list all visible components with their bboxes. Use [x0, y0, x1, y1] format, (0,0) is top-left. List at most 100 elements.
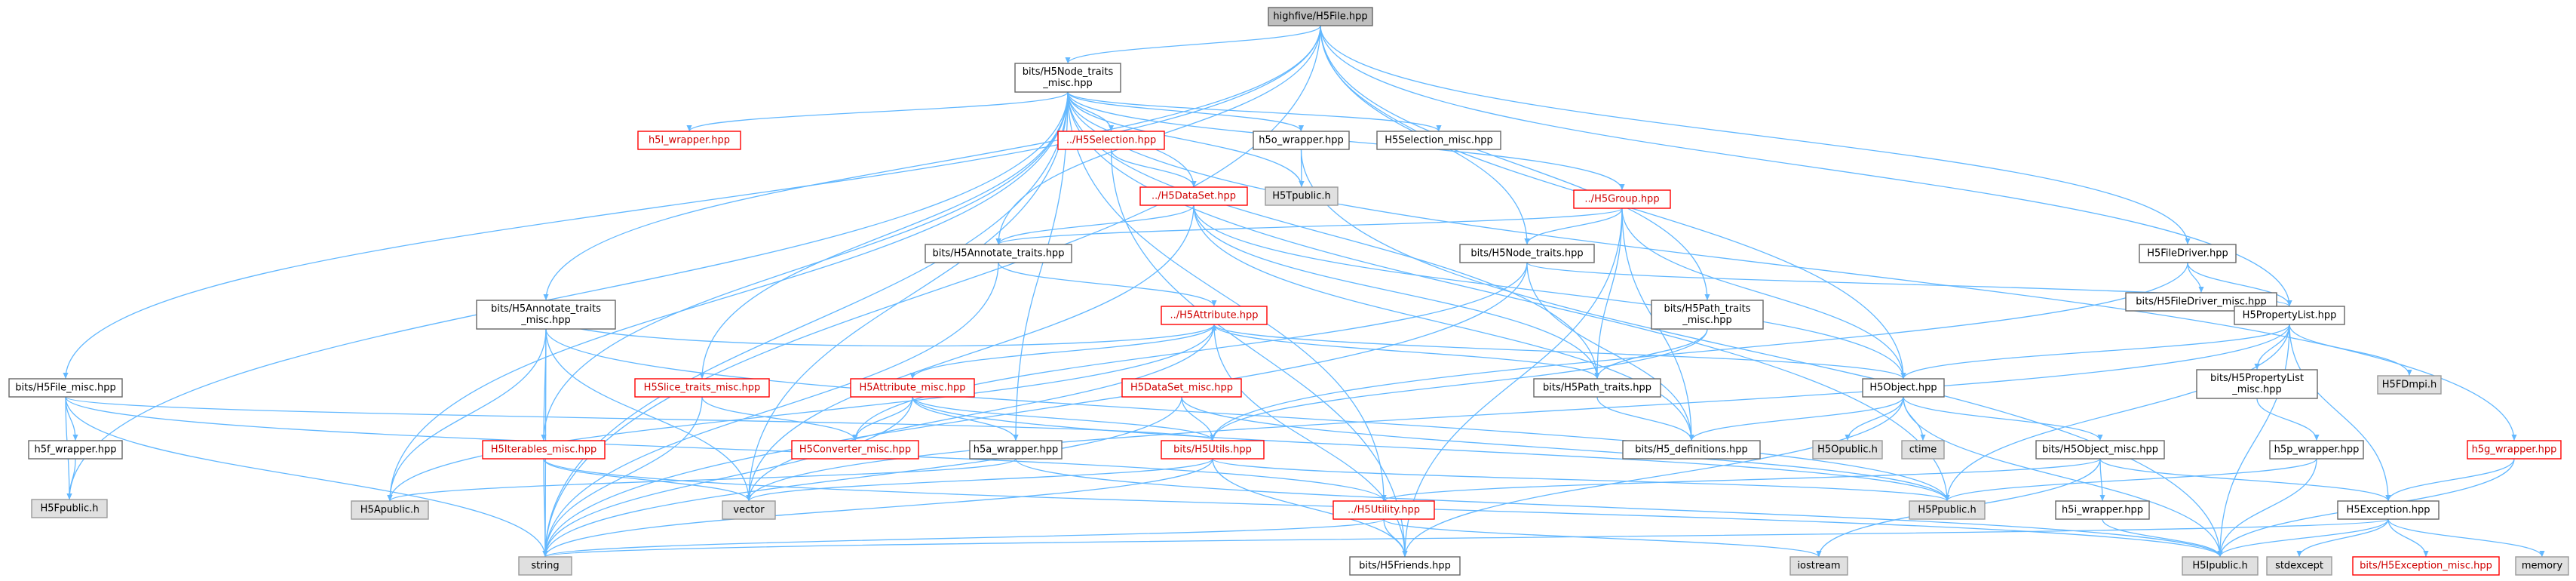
include-edge-h5object-to-h5definitions — [1688, 396, 1904, 441]
node-box — [1057, 131, 1165, 150]
node-label: H5Exception.hpp — [2347, 505, 2430, 516]
file-node-h5i-wrapper[interactable]: h5i_wrapper.hpp — [2055, 500, 2150, 520]
file-node-h5fpublic: H5Fpublic.h — [31, 499, 108, 518]
file-node-h5utils[interactable]: bits/H5Utils.hpp — [1161, 440, 1265, 460]
file-node-h5a-wrapper[interactable]: h5a_wrapper.hpp — [969, 440, 1063, 460]
include-edge-nodetraits_misc-to-h5utility — [1067, 91, 1387, 502]
file-node-h5definitions[interactable]: bits/H5_definitions.hpp — [1622, 440, 1761, 460]
file-node-h5group[interactable]: ../H5Group.hpp — [1573, 189, 1671, 209]
file-node-pathtraits[interactable]: bits/H5Path_traits.hpp — [1533, 378, 1661, 398]
include-edge-annotate_traits-to-string — [542, 262, 999, 558]
file-node-iterables-misc[interactable]: H5Iterables_misc.hpp — [482, 440, 606, 460]
include-edge-annotate_traits_misc-to-h5ppublic — [545, 328, 1950, 502]
include-edge-nodetraits_misc-to-h5fpublic — [66, 91, 1069, 500]
file-node-h5friends[interactable]: bits/H5Friends.hpp — [1349, 556, 1461, 576]
node-label: h5a_wrapper.hpp — [974, 444, 1058, 456]
node-label: H5Iterables_misc.hpp — [491, 444, 597, 456]
file-node-propertylist[interactable]: H5PropertyList.hpp — [2234, 306, 2345, 325]
file-node-annotate-traits-misc[interactable]: bits/H5Annotate_traits_misc.hpp — [476, 300, 616, 330]
file-node-h5selection-misc[interactable]: H5Selection_misc.hpp — [1376, 131, 1501, 150]
node-box — [1376, 131, 1501, 150]
include-edge-h5a_wrapper-to-h5ipublic — [1015, 458, 2223, 558]
node-label: H5Converter_misc.hpp — [799, 444, 911, 456]
node-box — [1789, 556, 1848, 576]
include-edge-h5attribute-to-h5object — [1213, 324, 1906, 380]
include-edge-h5utils-to-vector — [746, 458, 1213, 502]
file-node-h5p-wrapper[interactable]: h5p_wrapper.hpp — [2269, 440, 2364, 460]
node-label: H5Selection_misc.hpp — [1385, 135, 1493, 146]
file-node-ctime: ctime — [1901, 440, 1945, 460]
node-box — [850, 378, 975, 398]
include-edge-iterables_misc-to-vector — [543, 458, 752, 502]
file-node-nodetraits-misc[interactable]: bits/H5Node_traits_misc.hpp — [1014, 63, 1121, 93]
node-box — [1265, 186, 1339, 206]
node-box — [2266, 556, 2332, 576]
include-edge-h5group-to-h5object — [1621, 208, 1906, 380]
node-box — [1349, 556, 1461, 576]
node-label: h5g_wrapper.hpp — [2472, 444, 2557, 456]
node-label: bits/H5Annotate_traits.hpp — [933, 248, 1065, 260]
file-node-h5object[interactable]: H5Object.hpp — [1862, 378, 1945, 398]
node-box — [1253, 131, 1350, 150]
file-node-converter-misc[interactable]: H5Converter_misc.hpp — [791, 440, 919, 460]
file-node-slice-traits-misc[interactable]: H5Slice_traits_misc.hpp — [634, 378, 770, 398]
file-node-file-misc[interactable]: bits/H5File_misc.hpp — [8, 378, 123, 398]
include-edge-attribute_misc-to-h5utils — [912, 396, 1216, 441]
include-edge-annotate_traits_misc-to-vector — [545, 328, 752, 502]
include-edge-h5dataset-to-pathtraits — [1193, 204, 1600, 380]
node-box — [2055, 500, 2150, 520]
include-edge-slice_traits_misc-to-string — [542, 396, 703, 558]
node-box — [1573, 189, 1671, 209]
file-node-h5utility[interactable]: ../H5Utility.hpp — [1332, 500, 1435, 520]
node-label: H5Tpublic.h — [1272, 191, 1330, 202]
include-edge-nodetraits_misc-to-slice_traits_misc — [699, 91, 1069, 380]
file-node-attribute-misc[interactable]: H5Attribute_misc.hpp — [850, 378, 975, 398]
include-edge-h5f_wrapper-to-h5fpublic — [66, 458, 76, 500]
file-node-h5o[interactable]: h5o_wrapper.hpp — [1253, 131, 1350, 150]
node-box — [28, 440, 123, 460]
include-edge-object_misc-to-h5i_wrapper — [2099, 458, 2105, 502]
include-edge-h5dataset-to-h5definitions — [1193, 204, 1694, 441]
node-box — [1161, 440, 1265, 460]
file-node-h5l[interactable]: h5l_wrapper.hpp — [637, 131, 741, 150]
node-box — [1622, 440, 1761, 460]
file-node-h5ppublic: H5Ppublic.h — [1909, 500, 1986, 520]
node-box — [351, 500, 429, 520]
file-node-object-misc[interactable]: bits/H5Object_misc.hpp — [2035, 440, 2165, 460]
node-label: memory — [2522, 561, 2563, 572]
file-node-h5exception[interactable]: H5Exception.hpp — [2337, 500, 2440, 520]
node-box — [1901, 440, 1945, 460]
file-node-h5fdmpi: H5FDmpi.h — [2377, 375, 2442, 395]
include-edge-h5object-to-h5friends — [1402, 396, 1904, 558]
file-node-nodetraits[interactable]: bits/H5Node_traits.hpp — [1459, 244, 1595, 263]
include-edge-dataset_misc-to-string — [542, 396, 1182, 558]
node-label: H5Apublic.h — [360, 505, 419, 516]
file-node-exception-misc[interactable]: bits/H5Exception_misc.hpp — [2352, 556, 2500, 576]
include-edge-h5o-to-h5ipublic — [1300, 149, 2223, 558]
node-box — [1909, 500, 1986, 520]
include-edge-nodetraits_misc-to-h5g_wrapper — [1067, 91, 2517, 441]
node-label: string — [531, 561, 559, 572]
include-edge-attribute_misc-to-converter_misc — [852, 396, 913, 441]
node-label: H5Object.hpp — [1869, 383, 1937, 394]
file-node-h5f-wrapper[interactable]: h5f_wrapper.hpp — [28, 440, 123, 460]
file-node-h5selection[interactable]: ../H5Selection.hpp — [1057, 131, 1165, 150]
file-node-h5dataset[interactable]: ../H5DataSet.hpp — [1139, 186, 1248, 206]
file-node-annotate-traits[interactable]: bits/H5Annotate_traits.hpp — [925, 244, 1072, 263]
include-edge-file_misc-to-h5utils — [65, 396, 1216, 441]
file-node-propertylist-misc[interactable]: bits/H5PropertyList_misc.hpp — [2196, 369, 2318, 399]
file-node-h5attribute[interactable]: ../H5Attribute.hpp — [1161, 306, 1268, 325]
include-edge-root-to-annotate_traits_misc — [543, 25, 1321, 301]
file-node-h5g-wrapper[interactable]: h5g_wrapper.hpp — [2467, 440, 2562, 460]
file-node-filedriver[interactable]: H5FileDriver.hpp — [2139, 244, 2237, 263]
node-label: bits/H5Friends.hpp — [1359, 561, 1451, 572]
node-box — [925, 244, 1072, 263]
include-edge-nodetraits_misc-to-h5l — [686, 91, 1069, 132]
file-node-pathtraits-misc[interactable]: bits/H5Path_traits_misc.hpp — [1651, 300, 1764, 330]
file-node-root[interactable]: highfive/H5File.hpp — [1268, 7, 1373, 26]
node-label: iostream — [1797, 561, 1840, 572]
include-edge-nodetraits-to-converter_misc — [852, 262, 1528, 441]
include-edge-h5attribute-to-pathtraits — [1213, 324, 1600, 380]
file-node-dataset-misc[interactable]: H5DataSet_misc.hpp — [1121, 378, 1242, 398]
node-label: bits/H5Exception_misc.hpp — [2360, 561, 2492, 572]
